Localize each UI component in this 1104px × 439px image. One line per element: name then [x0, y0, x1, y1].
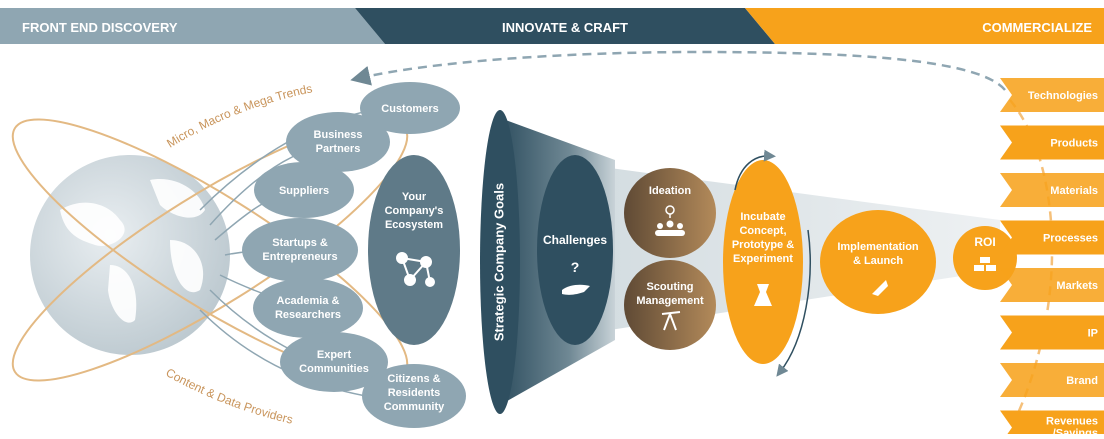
outcome-label: Technologies [1028, 90, 1098, 102]
challenges-label: Challenges [543, 233, 607, 247]
citizens-label-3: Community [384, 401, 445, 413]
funnel-goals: Strategic Company Goals [480, 110, 520, 414]
phase-label-front-end: FRONT END DISCOVERY [22, 20, 178, 35]
outcome-chevron: Materials [1000, 173, 1104, 207]
suppliers-node [254, 162, 354, 218]
ecosystem-group [242, 82, 466, 428]
outcomes-list: TechnologiesProductsMaterialsProcessesMa… [1000, 78, 1104, 439]
implementation-label-2: & Launch [853, 255, 903, 267]
lightbulb-icon [665, 205, 675, 218]
scouting-label-1: Scouting [646, 281, 693, 293]
providers-arc-label: Content & Data Providers [164, 365, 295, 426]
startups-label-1: Startups & [272, 237, 328, 249]
challenges-node: Challenges ? [537, 155, 613, 345]
outcome-label: Brand [1066, 375, 1098, 387]
outcome-label: Markets [1056, 280, 1098, 292]
business-partners-node [286, 112, 390, 172]
outcome-chevron: IP [1000, 315, 1104, 350]
academia-label-1: Academia & [277, 295, 340, 307]
experts-label-2: Communities [299, 363, 369, 375]
academia-node [253, 278, 363, 338]
outcome-chevron: Markets [1000, 268, 1104, 302]
cycle-arrow-right [776, 229, 811, 377]
scouting-node: Scouting Management [624, 260, 716, 350]
phase-banner-front-end: FRONT END DISCOVERY [0, 8, 385, 44]
outcome-label: IP [1088, 328, 1098, 340]
incubate-label-2: Concept, [739, 225, 786, 237]
citizens-node [362, 364, 466, 428]
cycle-arrow-top [734, 149, 776, 191]
implementation-node: Implementation & Launch [820, 210, 936, 314]
phase-banner-commercialize: COMMERCIALIZE [745, 8, 1104, 44]
outcome-label: Revenues [1046, 416, 1098, 428]
question-mark-icon: ? [571, 259, 580, 275]
roi-label: ROI [974, 235, 995, 249]
experts-node [280, 332, 388, 392]
your-company-ecosystem-node: Your Company's Ecosystem [368, 155, 460, 345]
gold-bars-icon [974, 257, 996, 271]
customers-label: Customers [381, 103, 438, 115]
hand-icon [562, 284, 590, 295]
outcome-label: /Savings [1053, 428, 1098, 435]
outcome-label: Materials [1050, 185, 1098, 197]
outcome-chevron: Brand [1000, 363, 1104, 397]
ideation-label: Ideation [649, 185, 691, 197]
experts-label-1: Expert [317, 349, 352, 361]
implementation-label-1: Implementation [837, 241, 919, 253]
telescope-icon [661, 311, 681, 331]
outcome-chevron: Technologies [1000, 78, 1104, 112]
flask-icon [754, 284, 772, 306]
outcome-chevron: Processes [1000, 220, 1104, 255]
feedback-arrow [350, 50, 1006, 91]
company-label-1: Your [402, 191, 427, 203]
team-icon [655, 220, 685, 236]
network-icon [396, 252, 435, 287]
strategic-goals-label: Strategic Company Goals [491, 183, 506, 341]
incubate-label-1: Incubate [740, 211, 785, 223]
startups-label-2: Entrepreneurs [262, 251, 337, 263]
incubate-label-3: Prototype & [732, 239, 794, 251]
ideation-node: Ideation [624, 168, 716, 258]
business-label-2: Partners [316, 143, 361, 155]
suppliers-label: Suppliers [279, 185, 329, 197]
rocket-icon [872, 280, 888, 296]
outcome-chevron: Revenues/Savings [1000, 410, 1104, 439]
outcome-label: Products [1050, 138, 1098, 150]
outcome-label: Processes [1043, 233, 1098, 245]
company-label-3: Ecosystem [385, 219, 443, 231]
outcome-chevron: Products [1000, 125, 1104, 160]
incubate-node: Incubate Concept, Prototype & Experiment [723, 160, 803, 364]
company-label-2: Company's [385, 205, 444, 217]
phase-label-commercialize: COMMERCIALIZE [982, 20, 1092, 35]
globe-icon [30, 155, 230, 355]
academia-label-2: Researchers [275, 309, 341, 321]
startups-node [242, 218, 358, 282]
phase-label-innovate: INNOVATE & CRAFT [502, 20, 628, 35]
scouting-label-2: Management [636, 295, 704, 307]
roi-node: ROI [953, 226, 1017, 290]
phase-banner-innovate: INNOVATE & CRAFT [355, 8, 775, 44]
business-label-1: Business [314, 129, 363, 141]
citizens-label-2: Residents [388, 387, 441, 399]
incubate-label-4: Experiment [733, 253, 793, 265]
customers-node [360, 82, 460, 134]
citizens-label-1: Citizens & [387, 373, 440, 385]
